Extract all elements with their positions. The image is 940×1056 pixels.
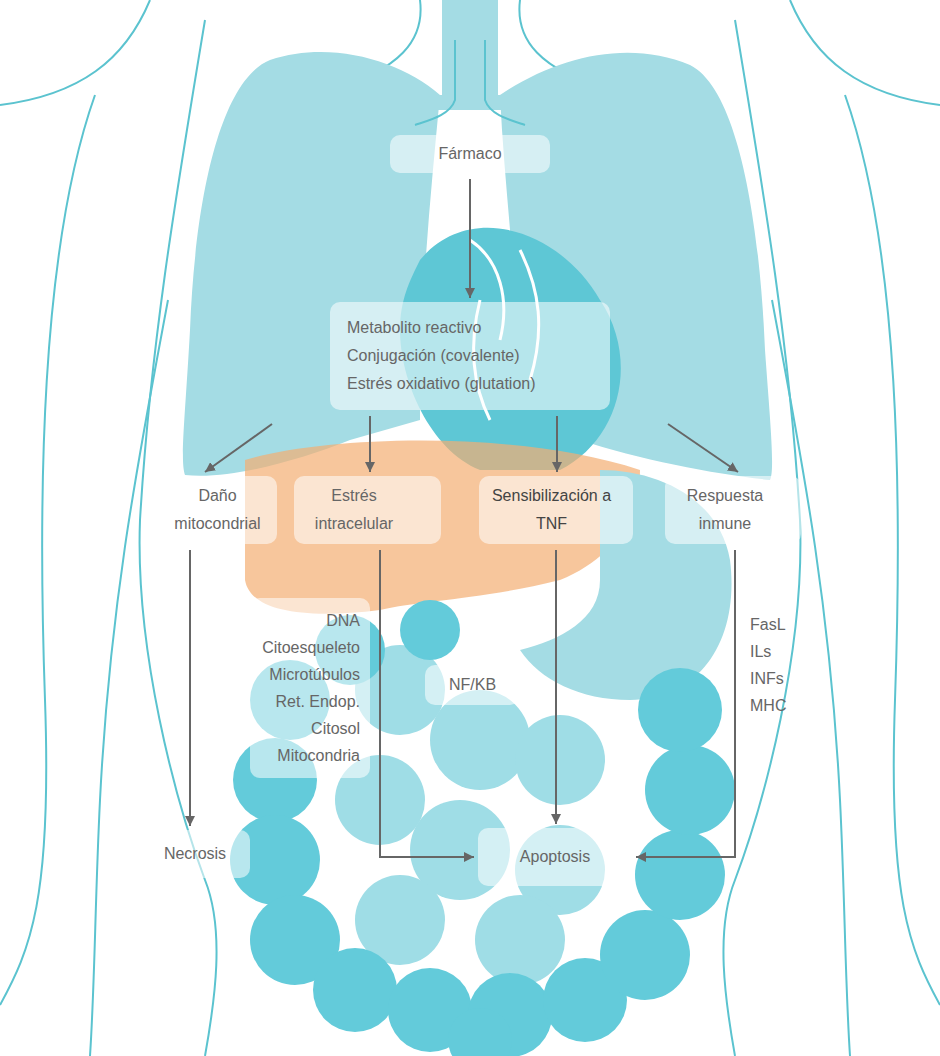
flow-arrow xyxy=(205,424,272,472)
node-text: Metabolito reactivo xyxy=(347,314,593,342)
node-text: NF/KB xyxy=(435,674,510,696)
outline-line xyxy=(845,95,940,1005)
colon-loop xyxy=(645,745,735,835)
outline-line xyxy=(790,0,940,105)
node-text: Daño mitocondrial xyxy=(170,482,265,538)
mechanism-box: Sensibilización a TNF xyxy=(479,476,633,544)
node-text: Apoptosis xyxy=(488,846,622,868)
outcome-box: Necrosis xyxy=(140,830,250,878)
node-text: Sensibilización a TNF xyxy=(489,482,614,538)
node-text: Estrés oxidativo (glutation) xyxy=(347,370,593,398)
colon-loop xyxy=(313,948,397,1032)
node-text: Citosol xyxy=(260,715,360,742)
intestine-loop xyxy=(515,715,605,805)
bronchus-line xyxy=(485,40,525,125)
mediator-label: FasL xyxy=(750,614,786,636)
colon-loop xyxy=(448,1008,512,1056)
mechanism-box: Estrés intracelular xyxy=(294,476,441,544)
colon-loop xyxy=(638,668,722,752)
liver xyxy=(245,441,640,614)
flow-arrow xyxy=(636,550,735,857)
flow-arrow xyxy=(369,416,371,472)
flow-arrow xyxy=(555,550,557,824)
target-list-box: DNACitoesqueletoMicrotúbulosRet. Endop.C… xyxy=(250,598,370,778)
intestine-loop xyxy=(430,690,530,790)
left-lung xyxy=(183,52,440,476)
mediator-label: INFs xyxy=(750,668,784,690)
node-text: Fármaco xyxy=(400,143,540,165)
node-text: Estrés intracelular xyxy=(304,482,404,538)
flow-arrow xyxy=(189,550,191,826)
pathway-box: NF/KB xyxy=(425,665,520,705)
bronchus-line xyxy=(415,40,455,125)
node-text: Mitocondria xyxy=(260,742,360,769)
node-text: Citoesqueleto xyxy=(260,634,360,661)
node-text: Respuesta inmune xyxy=(675,482,775,538)
intestine-loop xyxy=(475,895,565,985)
flow-arrow xyxy=(668,424,738,472)
node-text: Conjugación (covalente) xyxy=(347,342,593,370)
bronchi-lines xyxy=(415,40,525,125)
node-text: DNA xyxy=(260,607,360,634)
colon-loop xyxy=(400,600,460,660)
outline-line xyxy=(0,0,150,105)
mechanism-box: Respuesta inmune xyxy=(665,476,801,544)
intestines xyxy=(335,645,605,985)
outline-line xyxy=(0,95,95,1005)
colon xyxy=(230,600,735,1056)
node-text: Microtúbulos xyxy=(260,661,360,688)
bronchi xyxy=(420,95,520,110)
metabolism-box: Metabolito reactivoConjugación (covalent… xyxy=(330,302,610,410)
mechanism-box: Daño mitocondrial xyxy=(160,476,277,544)
drug-box: Fármaco xyxy=(390,135,550,173)
outline-line xyxy=(90,300,168,1056)
outcome-box: Apoptosis xyxy=(478,828,632,886)
mediator-label: MHC xyxy=(750,695,786,717)
flow-arrow xyxy=(469,179,471,298)
node-text: Necrosis xyxy=(150,843,240,865)
node-text: Ret. Endop. xyxy=(260,688,360,715)
colon-loop xyxy=(635,830,725,920)
trachea xyxy=(442,0,498,100)
colon-loop xyxy=(600,910,690,1000)
lungs xyxy=(183,0,772,480)
mediator-label: ILs xyxy=(750,641,771,663)
flow-arrow xyxy=(556,416,558,472)
